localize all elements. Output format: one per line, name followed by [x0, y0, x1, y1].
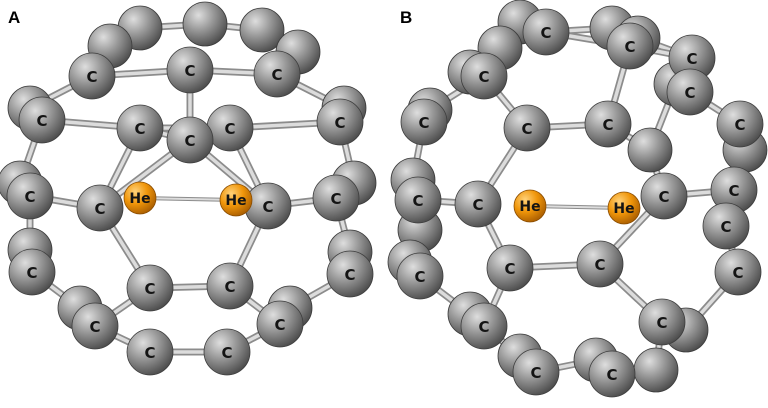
panel-a-molecule: C C C C C C C C C C C C C C C C C C C C He He [0, 1, 377, 376]
panel-b-carbon-label: C [530, 364, 541, 382]
panel-b-carbon-atom [702, 202, 750, 250]
panel-b-carbon-label: C [686, 50, 697, 68]
panel-a-atoms: C C C C C C C C C C C C C C C C C C C C He He [0, 1, 377, 376]
panel-a-carbon-atom [6, 172, 54, 220]
panel-label-a: A [8, 8, 20, 27]
panel-a-carbon-atom [253, 50, 301, 98]
panel-b-carbon-atom [576, 240, 624, 288]
panel-b-carbon-atom [666, 68, 714, 116]
panel-b-carbon-label: C [734, 116, 745, 134]
panel-a-carbon-atom [256, 300, 304, 348]
panel-a-carbon-label: C [184, 132, 195, 150]
panel-b-helium-atom [513, 189, 547, 223]
panel-a-carbon-label: C [334, 114, 345, 132]
panel-b-carbon-atom [584, 100, 632, 148]
panel-b-carbon-atom [394, 176, 442, 224]
panel-b-carbon-atom [454, 180, 502, 228]
panel-label-b: B [400, 8, 412, 27]
panel-a-carbon-label: C [224, 120, 235, 138]
panel-a-carbon-atom [316, 98, 364, 146]
panel-b-carbon-atom [633, 347, 679, 393]
panel-b-carbon-label: C [720, 218, 731, 236]
panel-a-carbon-label: C [262, 198, 273, 216]
panel-b-carbon-atom [486, 244, 534, 292]
panel-b-carbon-label: C [732, 264, 743, 282]
panel-a-helium-label: He [225, 193, 246, 209]
panel-b-carbon-label: C [478, 68, 489, 86]
panel-b-carbon-label: C [606, 366, 617, 384]
panel-a-carbon-atom [126, 328, 174, 376]
panel-b-carbon-atom [606, 22, 654, 70]
panel-a-carbon-atom [18, 96, 66, 144]
panel-b-carbon-atom [714, 248, 762, 296]
panel-a-carbon-atom [76, 184, 124, 232]
panel-a-carbon-label: C [86, 68, 97, 86]
panel-a-carbon-label: C [344, 266, 355, 284]
panel-b-carbon-atom [716, 100, 764, 148]
panel-a-carbon-atom [71, 302, 119, 350]
panel-a-carbon-atom [68, 52, 116, 100]
panel-a-carbon-atom [326, 250, 374, 298]
panel-b-carbon-label: C [658, 188, 669, 206]
panel-a-carbon-label: C [24, 188, 35, 206]
panel-a-carbon-label: C [274, 316, 285, 334]
panel-b-carbon-atom [627, 127, 673, 173]
panel-b-carbon-label: C [624, 38, 635, 56]
panel-a-carbon-atom [312, 174, 360, 222]
panel-b-carbon-label: C [504, 260, 515, 278]
panel-b-carbon-label: C [414, 268, 425, 286]
panel-a-carbon-atom [239, 7, 285, 53]
panel-a-carbon-label: C [36, 112, 47, 130]
panel-b-helium-atom [607, 191, 641, 225]
panel-b-carbon-atom [460, 302, 508, 350]
panel-b-carbon-label: C [472, 196, 483, 214]
panel-b-carbon-label: C [656, 314, 667, 332]
panel-a-helium-atom [219, 183, 253, 217]
panel-b-carbon-label: C [684, 84, 695, 102]
panel-b-carbon-label: C [728, 182, 739, 200]
panel-b-carbon-atom [638, 298, 686, 346]
panel-a-carbon-label: C [184, 62, 195, 80]
panel-b-carbon-label: C [540, 24, 551, 42]
panel-a-carbon-label: C [221, 344, 232, 362]
panel-a-carbon-atom [8, 248, 56, 296]
panel-b-carbon-atom [522, 8, 570, 56]
panel-a-carbon-atom [116, 104, 164, 152]
panel-b-carbon-atom [640, 172, 688, 220]
panel-b-carbon-label: C [478, 318, 489, 336]
panel-a-carbon-label: C [144, 344, 155, 362]
panel-b-carbon-label: C [594, 256, 605, 274]
panel-b-carbon-atom [460, 52, 508, 100]
panel-a-helium-label: He [129, 191, 150, 207]
panel-a-carbon-label: C [330, 190, 341, 208]
panel-a-carbon-atom [126, 264, 174, 312]
panel-a-carbon-atom [166, 116, 214, 164]
panel-a-carbon-atom [206, 262, 254, 310]
panel-b-carbon-atom [400, 98, 448, 146]
panel-b-carbon-label: C [412, 192, 423, 210]
panel-a-carbon-label: C [94, 200, 105, 218]
panel-b-carbon-atom [588, 350, 636, 398]
panel-a-carbon-atom [182, 1, 228, 47]
panel-b-carbon-atom [512, 348, 560, 396]
panel-b-helium-label: He [613, 201, 634, 217]
panel-b-carbon-label: C [521, 120, 532, 138]
panel-a-carbon-label: C [26, 264, 37, 282]
panel-a-carbon-label: C [144, 280, 155, 298]
panel-a-helium-atom [123, 181, 157, 215]
panel-a-carbon-label: C [89, 318, 100, 336]
panel-a-carbon-label: C [271, 66, 282, 84]
panel-a-carbon-label: C [224, 278, 235, 296]
panel-b-carbon-atom [503, 104, 551, 152]
panel-a-carbon-atom [166, 46, 214, 94]
panel-b-carbon-atom [396, 252, 444, 300]
panel-a-carbon-label: C [134, 120, 145, 138]
panel-b-carbon-label: C [418, 114, 429, 132]
panel-b-helium-label: He [519, 199, 540, 215]
panel-a-carbon-atom [203, 328, 251, 376]
panel-b-carbon-label: C [602, 116, 613, 134]
